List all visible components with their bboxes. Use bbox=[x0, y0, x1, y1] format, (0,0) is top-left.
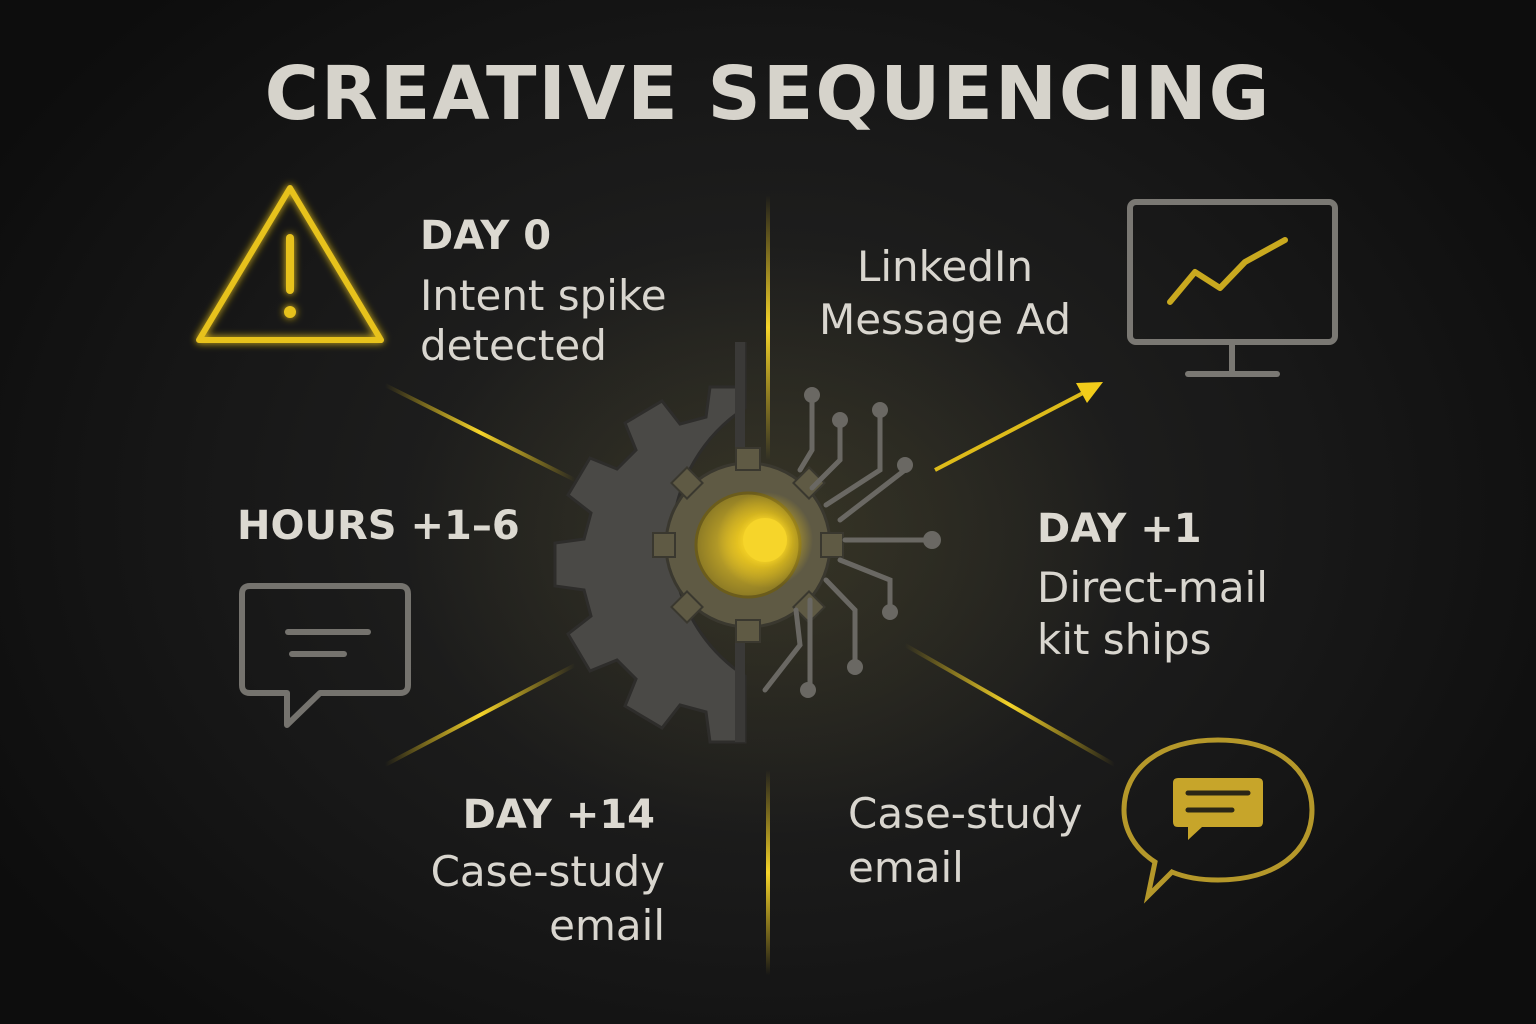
step-linkedin-desc-line2: Message Ad bbox=[818, 295, 1072, 344]
light-rays bbox=[384, 195, 1116, 975]
step-day14-desc-line2: email bbox=[549, 901, 665, 950]
step-casestudy-desc-line1: Case-study bbox=[848, 789, 1083, 838]
step-hours-stage: HOURS +1–6 bbox=[237, 503, 520, 549]
circuit-nodes bbox=[800, 387, 941, 698]
step-day1-desc-line2: kit ships bbox=[1037, 615, 1212, 664]
arrow-line bbox=[934, 390, 1086, 472]
step-day1-desc-line1: Direct-mail bbox=[1037, 563, 1268, 612]
ray-lower-right bbox=[904, 643, 1116, 767]
page-title: CREATIVE SEQUENCING bbox=[264, 51, 1272, 137]
step-day14-desc-line1: Case-study bbox=[430, 847, 665, 896]
ray-top bbox=[766, 195, 770, 460]
core-light bbox=[743, 518, 787, 562]
step-casestudy-desc-line2: email bbox=[848, 843, 964, 892]
ray-upper-left bbox=[384, 383, 576, 482]
step-day0-desc-line2: detected bbox=[420, 321, 607, 370]
step-day14-stage: DAY +14 bbox=[462, 792, 655, 838]
chat-bubble-icon bbox=[239, 583, 411, 728]
step-day1-stage: DAY +1 bbox=[1037, 506, 1202, 552]
ray-lower-left bbox=[384, 663, 576, 767]
message-bubble-icon bbox=[1121, 737, 1315, 904]
step-linkedin-desc-line1: LinkedIn bbox=[856, 242, 1034, 291]
warning-icon bbox=[196, 185, 384, 343]
monitor-chart-icon bbox=[1127, 199, 1338, 377]
ray-bottom bbox=[766, 770, 770, 975]
arrow-head-icon bbox=[1076, 382, 1103, 403]
step-day0-desc-line1: Intent spike bbox=[420, 271, 667, 320]
step-day0-stage: DAY 0 bbox=[420, 213, 552, 259]
circuit-traces bbox=[762, 392, 933, 693]
gear-circuit-icon bbox=[553, 342, 941, 744]
